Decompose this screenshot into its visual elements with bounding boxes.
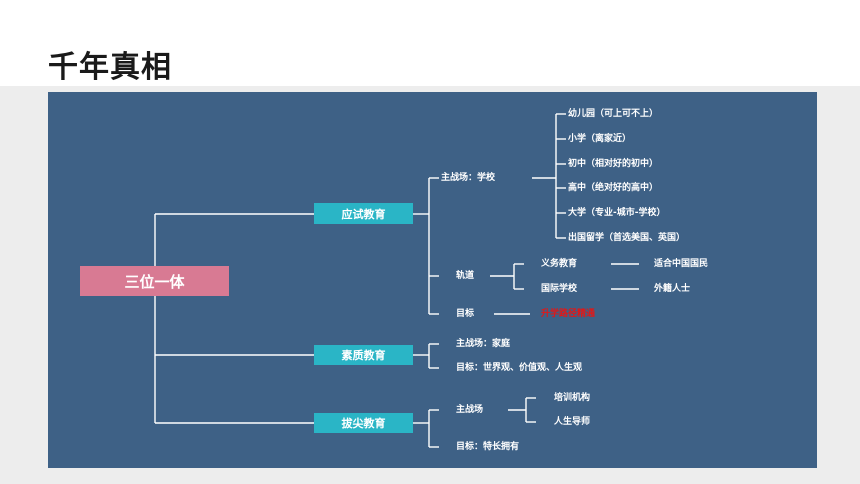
school-primary: 小学（离家近）: [568, 134, 632, 144]
connector-lines: [154, 113, 639, 448]
elite-main-field: 主战场: [456, 405, 484, 415]
elite-education-node: 拔尖教育: [314, 413, 413, 433]
quality-main-field: 主战场：家庭: [456, 339, 511, 349]
exam-education-node: 应试教育: [314, 203, 413, 224]
mind-map-panel: 三位一体 应试教育 素质教育 拔尖教育 主战场：学校 幼儿园（可上可不上） 小学…: [48, 92, 817, 468]
elite-goal: 目标：特长拥有: [456, 442, 520, 452]
track-international: 国际学校: [541, 284, 578, 294]
page-title: 千年真相: [48, 50, 172, 85]
track-compulsory: 义务教育: [541, 259, 578, 269]
exam-goal-label: 目标: [456, 309, 475, 319]
school-junior-high: 初中（相对好的初中）: [568, 159, 659, 169]
elite-life-mentor: 人生导师: [554, 417, 591, 427]
elite-training-institution: 培训机构: [554, 393, 591, 403]
track-international-fit: 外籍人士: [654, 284, 691, 294]
root-node: 三位一体: [80, 266, 229, 296]
exam-path-label: 轨道: [456, 271, 475, 281]
quality-goal: 目标：世界观、价值观、人生观: [456, 363, 583, 373]
exam-main-field: 主战场：学校: [441, 173, 496, 183]
track-compulsory-fit: 适合中国国民: [654, 259, 709, 269]
quality-education-node: 素质教育: [314, 345, 413, 365]
exam-goal-value: 升学路径精通: [541, 309, 596, 319]
school-senior-high: 高中（绝对好的高中）: [568, 183, 659, 193]
school-study-abroad: 出国留学（首选美国、英国）: [568, 233, 686, 243]
school-university: 大学（专业-城市-学校）: [568, 208, 666, 218]
school-kindergarten: 幼儿园（可上可不上）: [568, 109, 659, 119]
